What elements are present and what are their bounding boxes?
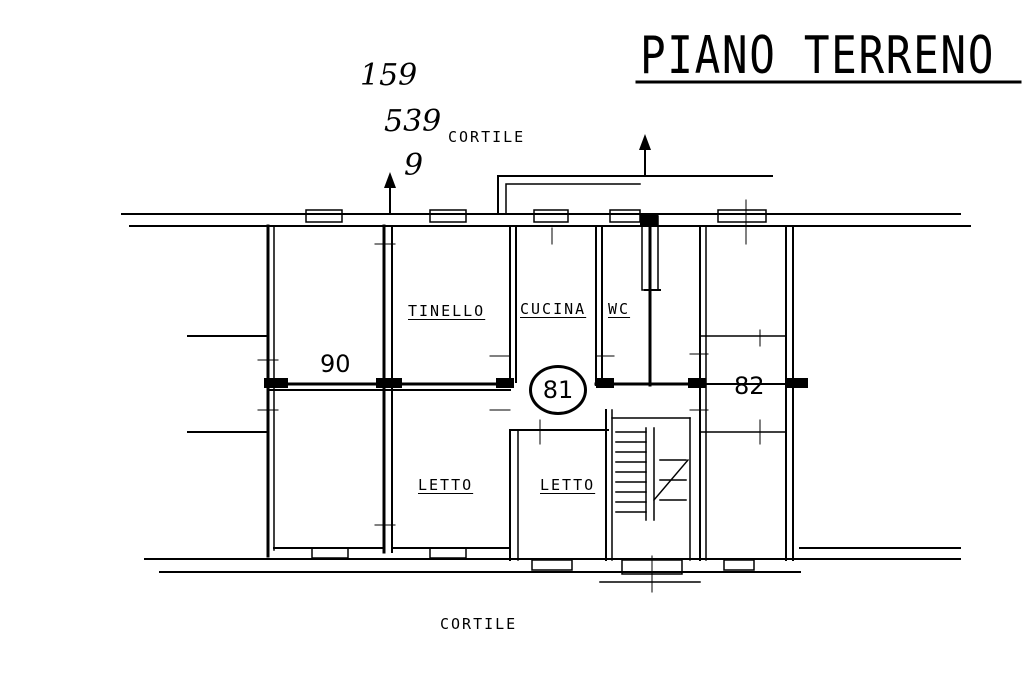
door-marks	[257, 199, 761, 593]
room-label-wc: WC	[608, 300, 631, 318]
handwritten-note-3: 9	[404, 148, 424, 183]
plan-title: PIANO TERRENO	[640, 26, 996, 86]
unit-number-left: 90	[320, 350, 351, 378]
handwritten-note-2: 539	[384, 104, 442, 139]
courtyard-label-top: CORTILE	[448, 128, 526, 146]
unit-number-center: 81	[529, 365, 587, 415]
room-label-letto-left: LETTO	[418, 476, 474, 494]
unit-number-right: 82	[734, 372, 765, 400]
upper-wall	[497, 175, 773, 215]
room-label-letto-right: LETTO	[540, 476, 596, 494]
handwritten-note-1: 159	[360, 58, 418, 93]
north-arrows	[389, 145, 661, 291]
room-label-cucina: CUCINA	[520, 300, 587, 318]
staircase	[599, 417, 701, 583]
door-jambs	[264, 214, 808, 388]
room-label-tinello: TINELLO	[408, 302, 486, 320]
courtyard-label-bottom: CORTILE	[440, 615, 518, 633]
